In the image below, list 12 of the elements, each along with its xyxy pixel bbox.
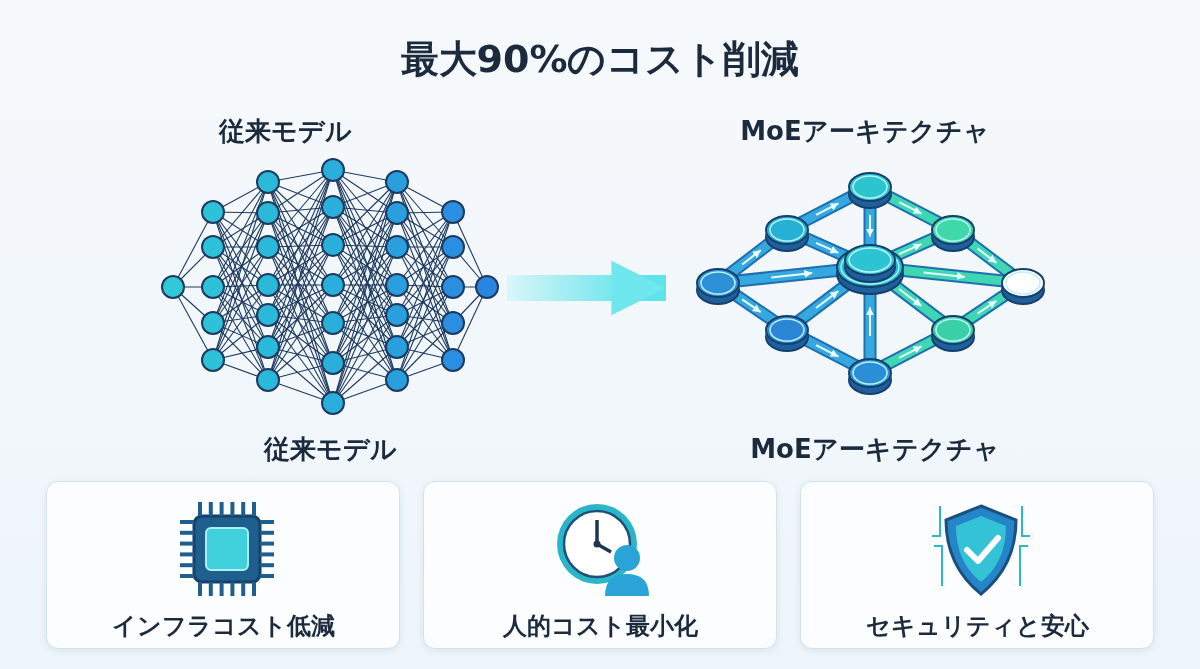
caption: MoEアーキテクチャ [750,433,1000,466]
heading: MoEアーキテクチャ [740,115,990,148]
card-label: セキュリティと安心 [865,611,1089,642]
feature-card [423,481,777,649]
title: 最大90%のコスト削減 [400,36,800,83]
card-label: 人的コスト最小化 [502,611,698,642]
feature-card [46,481,400,649]
card-label: インフラコスト低減 [111,611,335,642]
caption: 従来モデル [263,433,397,466]
arrow [507,260,666,316]
feature-card [800,481,1154,649]
heading: 従来モデル [218,115,352,148]
